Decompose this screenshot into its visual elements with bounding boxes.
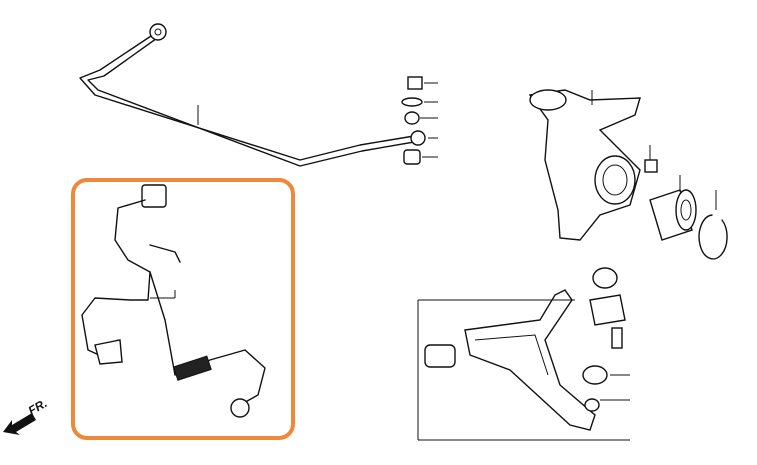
compliance-bushing[interactable] — [424, 267, 626, 368]
ball-joint[interactable] — [582, 365, 630, 412]
stabilizer-link-hardware[interactable] — [401, 76, 438, 165]
hub-bearing[interactable] — [649, 175, 697, 241]
lower-control-arm[interactable] — [417, 289, 630, 441]
wheel-speed-sensor[interactable] — [81, 184, 266, 418]
front-arrow-icon — [3, 413, 36, 435]
stabilizer-bar[interactable] — [79, 23, 426, 167]
steering-knuckle[interactable] — [528, 89, 658, 241]
highlight-box — [71, 178, 295, 440]
snap-ring[interactable] — [698, 190, 728, 260]
